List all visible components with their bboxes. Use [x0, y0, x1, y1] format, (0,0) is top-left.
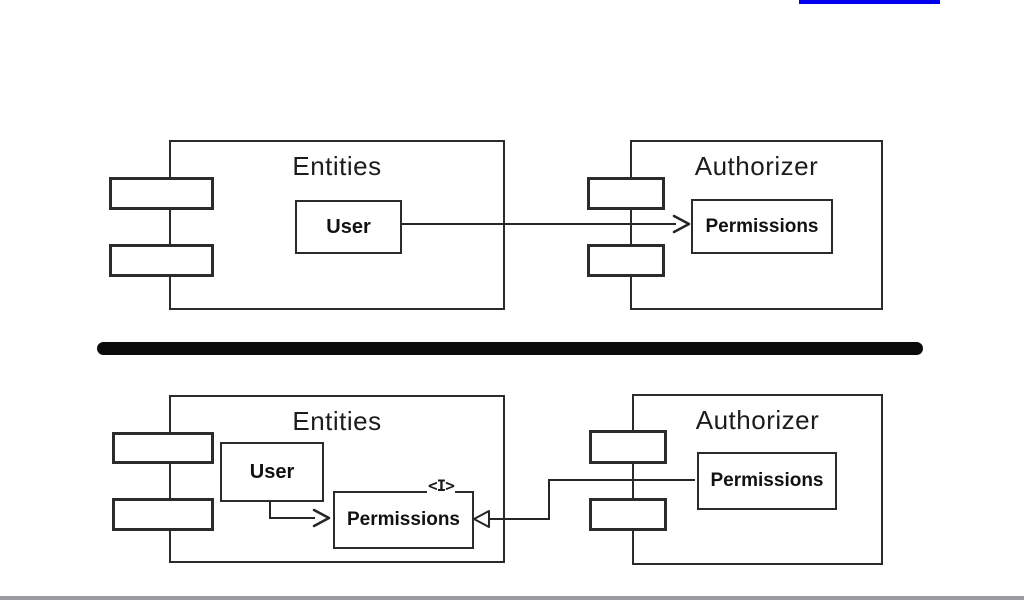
package-title: Entities: [292, 151, 382, 181]
component-port-icon: [589, 498, 667, 531]
node-label: Permissions: [710, 470, 824, 491]
package-authorizer-top: Authorizer Permissions: [587, 140, 883, 310]
node-label: User: [326, 215, 371, 238]
component-port-icon: [587, 177, 665, 210]
package-title: Authorizer: [695, 405, 820, 435]
package-title: Authorizer: [694, 151, 819, 181]
component-port-icon: [109, 177, 214, 210]
node-permissions: Permissions: [691, 199, 833, 254]
node-label: Permissions: [347, 509, 460, 530]
component-port-icon: [589, 430, 667, 464]
component-port-icon: [112, 432, 214, 464]
node-permissions: Permissions: [333, 491, 474, 549]
divider-line: [97, 342, 923, 355]
package-authorizer-bottom: Authorizer Permissions: [589, 394, 883, 565]
node-permissions: Permissions: [697, 452, 837, 510]
component-port-icon: [109, 244, 214, 277]
component-port-icon: [587, 244, 665, 277]
bottom-bar: [0, 596, 1024, 600]
package-entities-top: Entities User: [109, 140, 505, 310]
node-label: Permissions: [705, 215, 819, 237]
node-label: User: [249, 460, 295, 483]
hyperlink-underline[interactable]: [799, 0, 940, 4]
package-title: Entities: [292, 406, 382, 436]
interface-label: <I>: [427, 476, 455, 495]
package-entities-bottom: Entities User Permissions <I>: [112, 395, 505, 563]
component-port-icon: [112, 498, 214, 531]
node-user: User: [295, 200, 402, 254]
node-user: User: [220, 442, 324, 502]
